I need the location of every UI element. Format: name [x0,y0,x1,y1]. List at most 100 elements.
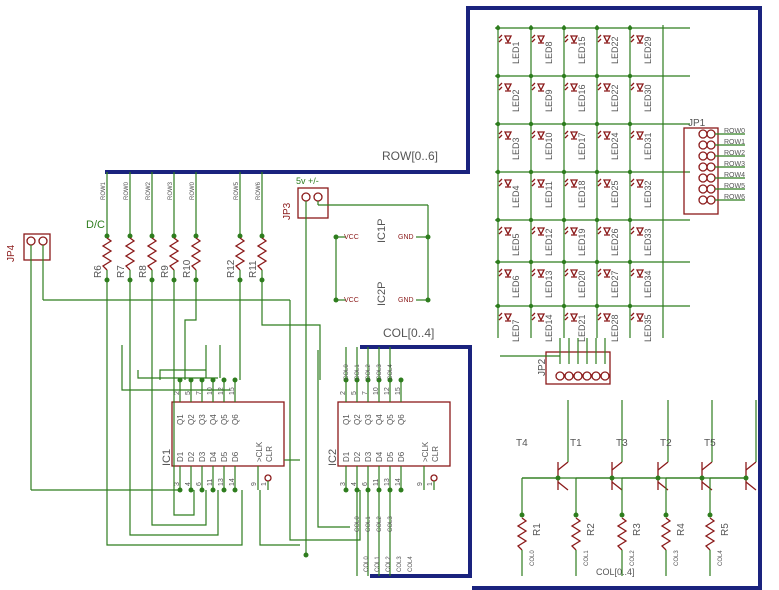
led-emission-icon [531,268,536,277]
led-led21-icon [569,313,579,322]
pin-number: 12 [384,387,391,395]
led-label: LED6 [511,275,521,298]
net-label: ROW0 [190,181,196,200]
jp1-pin-icon [706,151,716,161]
resistor-r5 [704,517,716,551]
junction-dot [188,377,194,383]
resistor-r2 [570,517,582,551]
led-led7-icon [503,313,513,322]
ic-pin-d: D2 [187,451,196,462]
led-label: LED28 [610,314,620,342]
ic-pin-d: D6 [231,451,240,462]
ic-pin-d: D5 [386,451,395,462]
resistor-label: R10 [182,259,193,278]
jp2-pins [500,338,610,381]
junction-dot [193,233,199,239]
pin-number: 7 [362,391,369,395]
led-emission-icon [630,312,635,321]
net-label: COL4 [388,364,394,380]
ic-pin-d: D4 [375,451,384,462]
pin-number: 14 [229,478,236,486]
junction-dot [398,487,404,493]
pin-number: 13 [384,478,391,486]
led-led2-icon [503,83,513,92]
jp3-connector [297,187,429,558]
jp1-pin-icon [706,162,716,172]
junction-dot [343,487,349,493]
junction-dot [627,259,633,265]
net-label: COL3 [397,556,403,572]
junction-dot [104,233,110,239]
led-led15-icon [569,35,579,44]
led-label: LED31 [643,132,653,160]
jp3-label: JP3 [282,202,293,220]
led-led14-icon [536,313,546,322]
led-led11-icon [536,179,546,188]
ic1p-vcc: VCC [344,234,359,241]
led-led4-icon [503,179,513,188]
junction-dot [619,512,625,518]
pin-number: 5 [351,391,358,395]
junction-dot [561,303,567,309]
ic-pin-d: D1 [176,451,185,462]
row-bus-label: ROW[0..6] [382,149,438,163]
led-emission-icon [498,268,503,277]
jp2-pin-icon [555,371,565,381]
led-emission-icon [498,82,503,91]
junction-dot [232,487,238,493]
ic-pin-q: Q2 [353,414,362,425]
junction-dot [627,25,633,31]
col-bus-label-top: COL[0..4] [383,326,434,340]
net-label: COL0 [364,556,370,572]
junction-dot [259,233,265,239]
led-emission-icon [630,178,635,187]
pin-number: 10 [207,387,214,395]
led-label: LED33 [643,228,653,256]
jp1-pin-icon [698,184,708,194]
led-emission-icon [597,226,602,235]
led-led33-icon [635,227,645,236]
led-emission-icon [531,226,536,235]
led-label: LED30 [643,84,653,112]
pin-number: 4 [185,482,192,486]
junction-dot [398,377,404,383]
junction-dot [221,377,227,383]
ic-wiring [106,280,361,546]
led-led24-icon [602,131,612,140]
led-emission-icon [597,34,602,43]
led-label: LED16 [577,84,587,112]
led-emission-icon [498,34,503,43]
resistor-label: R7 [116,265,127,278]
junction-dot [663,512,669,518]
resistor-label: R4 [676,523,687,536]
led-emission-icon [564,82,569,91]
ic2p-power [333,237,431,303]
led-led26-icon [602,227,612,236]
led-led8-icon [536,35,546,44]
ic-pin-d: D6 [397,451,406,462]
led-label: LED15 [577,36,587,64]
jp1-pin-icon [698,195,708,205]
jp1-pin-icon [698,162,708,172]
net-label: ROW5 [234,181,240,200]
junction-dot [528,25,534,31]
led-emission-icon [564,130,569,139]
junction-dot [495,217,501,223]
pin-number: 12 [218,387,225,395]
led-label: LED11 [544,181,554,208]
pin-number: 1 [427,482,434,486]
jp4-connector [23,233,290,491]
pin-number: 11 [207,479,214,486]
led-label: LED3 [511,137,521,160]
resistor-label: R2 [586,523,597,536]
ic-pin-q: Q5 [386,414,395,425]
led-label: LED4 [511,185,521,208]
junction-dot [594,259,600,265]
net-label: COL3 [377,364,383,380]
junction-dot [528,259,534,265]
junction-dot [177,487,183,493]
row-bus [105,6,762,590]
led-label: LED35 [643,314,653,342]
jp1-pin-label: ROW3 [724,161,745,168]
